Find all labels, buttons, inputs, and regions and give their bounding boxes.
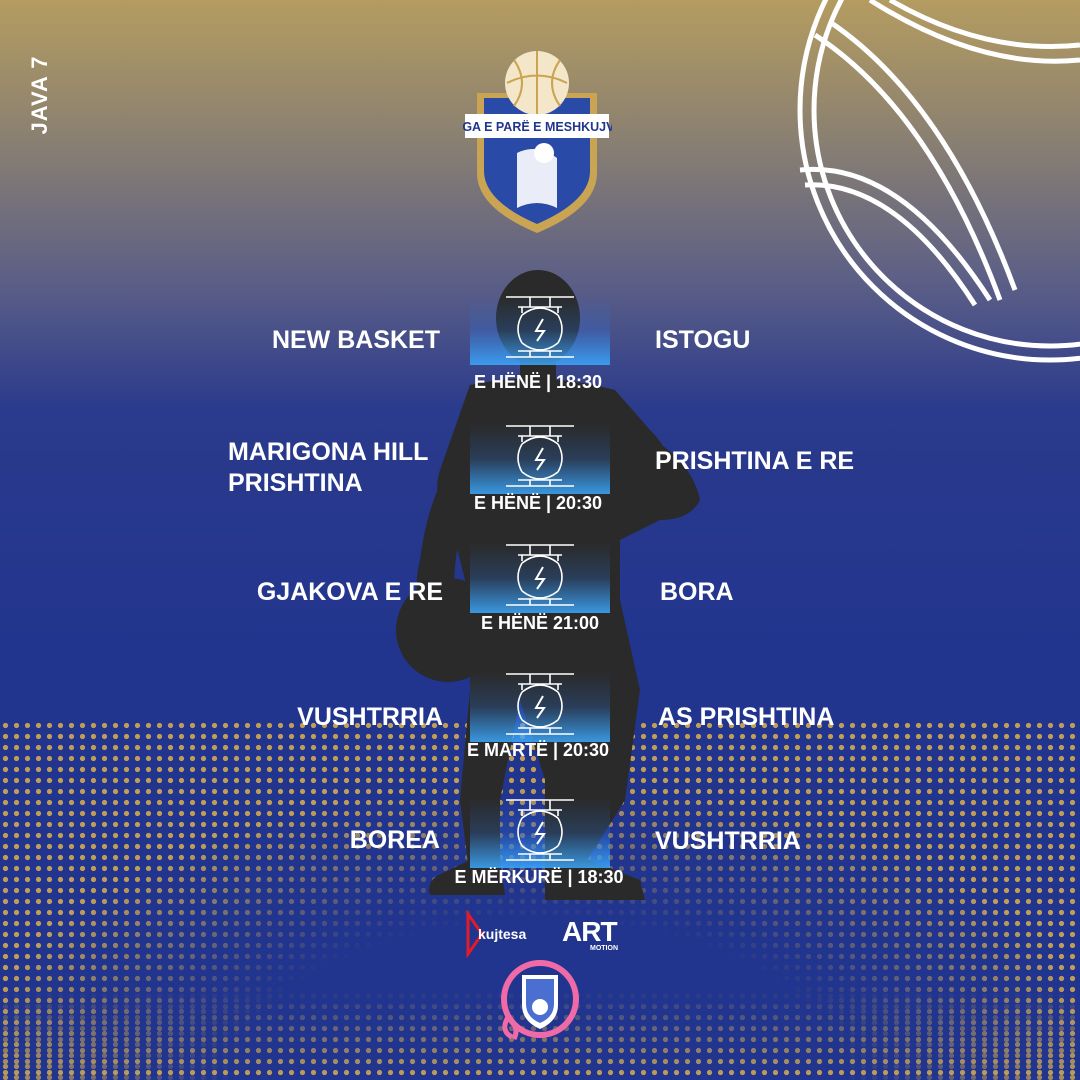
game-time-4: E MARTË | 20:30 <box>466 740 610 760</box>
court-icon-2 <box>470 424 610 494</box>
home-team-3: GJAKOVA E RE <box>256 578 443 606</box>
court-icon-1 <box>470 295 610 365</box>
home-team-2-line-1: MARIGONA HILL <box>228 438 429 466</box>
home-team-1: NEW BASKET <box>271 326 440 354</box>
game-time-1: E HËNË | 18:30 <box>473 372 603 392</box>
home-team-2: MARIGONA HILL PRISHTINA <box>228 437 458 499</box>
court-icon-4 <box>470 672 610 742</box>
kujtesa-text: kujtesa <box>478 926 526 942</box>
away-team-3: BORA <box>660 578 734 606</box>
game-time-5: E MËRKURË | 18:30 <box>454 867 624 887</box>
away-team-5: VUSHTRRIA <box>655 827 801 855</box>
home-team-2-line-2: PRISHTINA <box>228 469 363 497</box>
week-label: JAVA 7 <box>27 55 52 135</box>
home-team-4: VUSHTRRIA <box>297 703 443 731</box>
away-team-4: AS PRISHTINA <box>658 703 835 731</box>
home-team-5: BOREA <box>349 826 440 854</box>
federation-ribbon-crest-icon <box>501 960 579 1041</box>
away-team-1: ISTOGU <box>655 326 751 354</box>
game-time-3: E HËNË 21:00 <box>480 613 600 633</box>
art-logo-sub: MOTION <box>590 945 618 952</box>
league-crest-icon: LIGA E PARË E MESHKUJVE <box>462 51 612 233</box>
league-name: LIGA E PARË E MESHKUJVE <box>462 119 612 134</box>
art-logo-main: ART <box>562 916 618 947</box>
court-icon-3 <box>470 543 610 613</box>
kujtesa-logo: kujtesa <box>466 910 526 958</box>
court-icon-5 <box>470 798 610 868</box>
game-time-2: E HËNË | 20:30 <box>473 493 603 513</box>
away-team-2: PRISHTINA E RE <box>655 447 855 475</box>
